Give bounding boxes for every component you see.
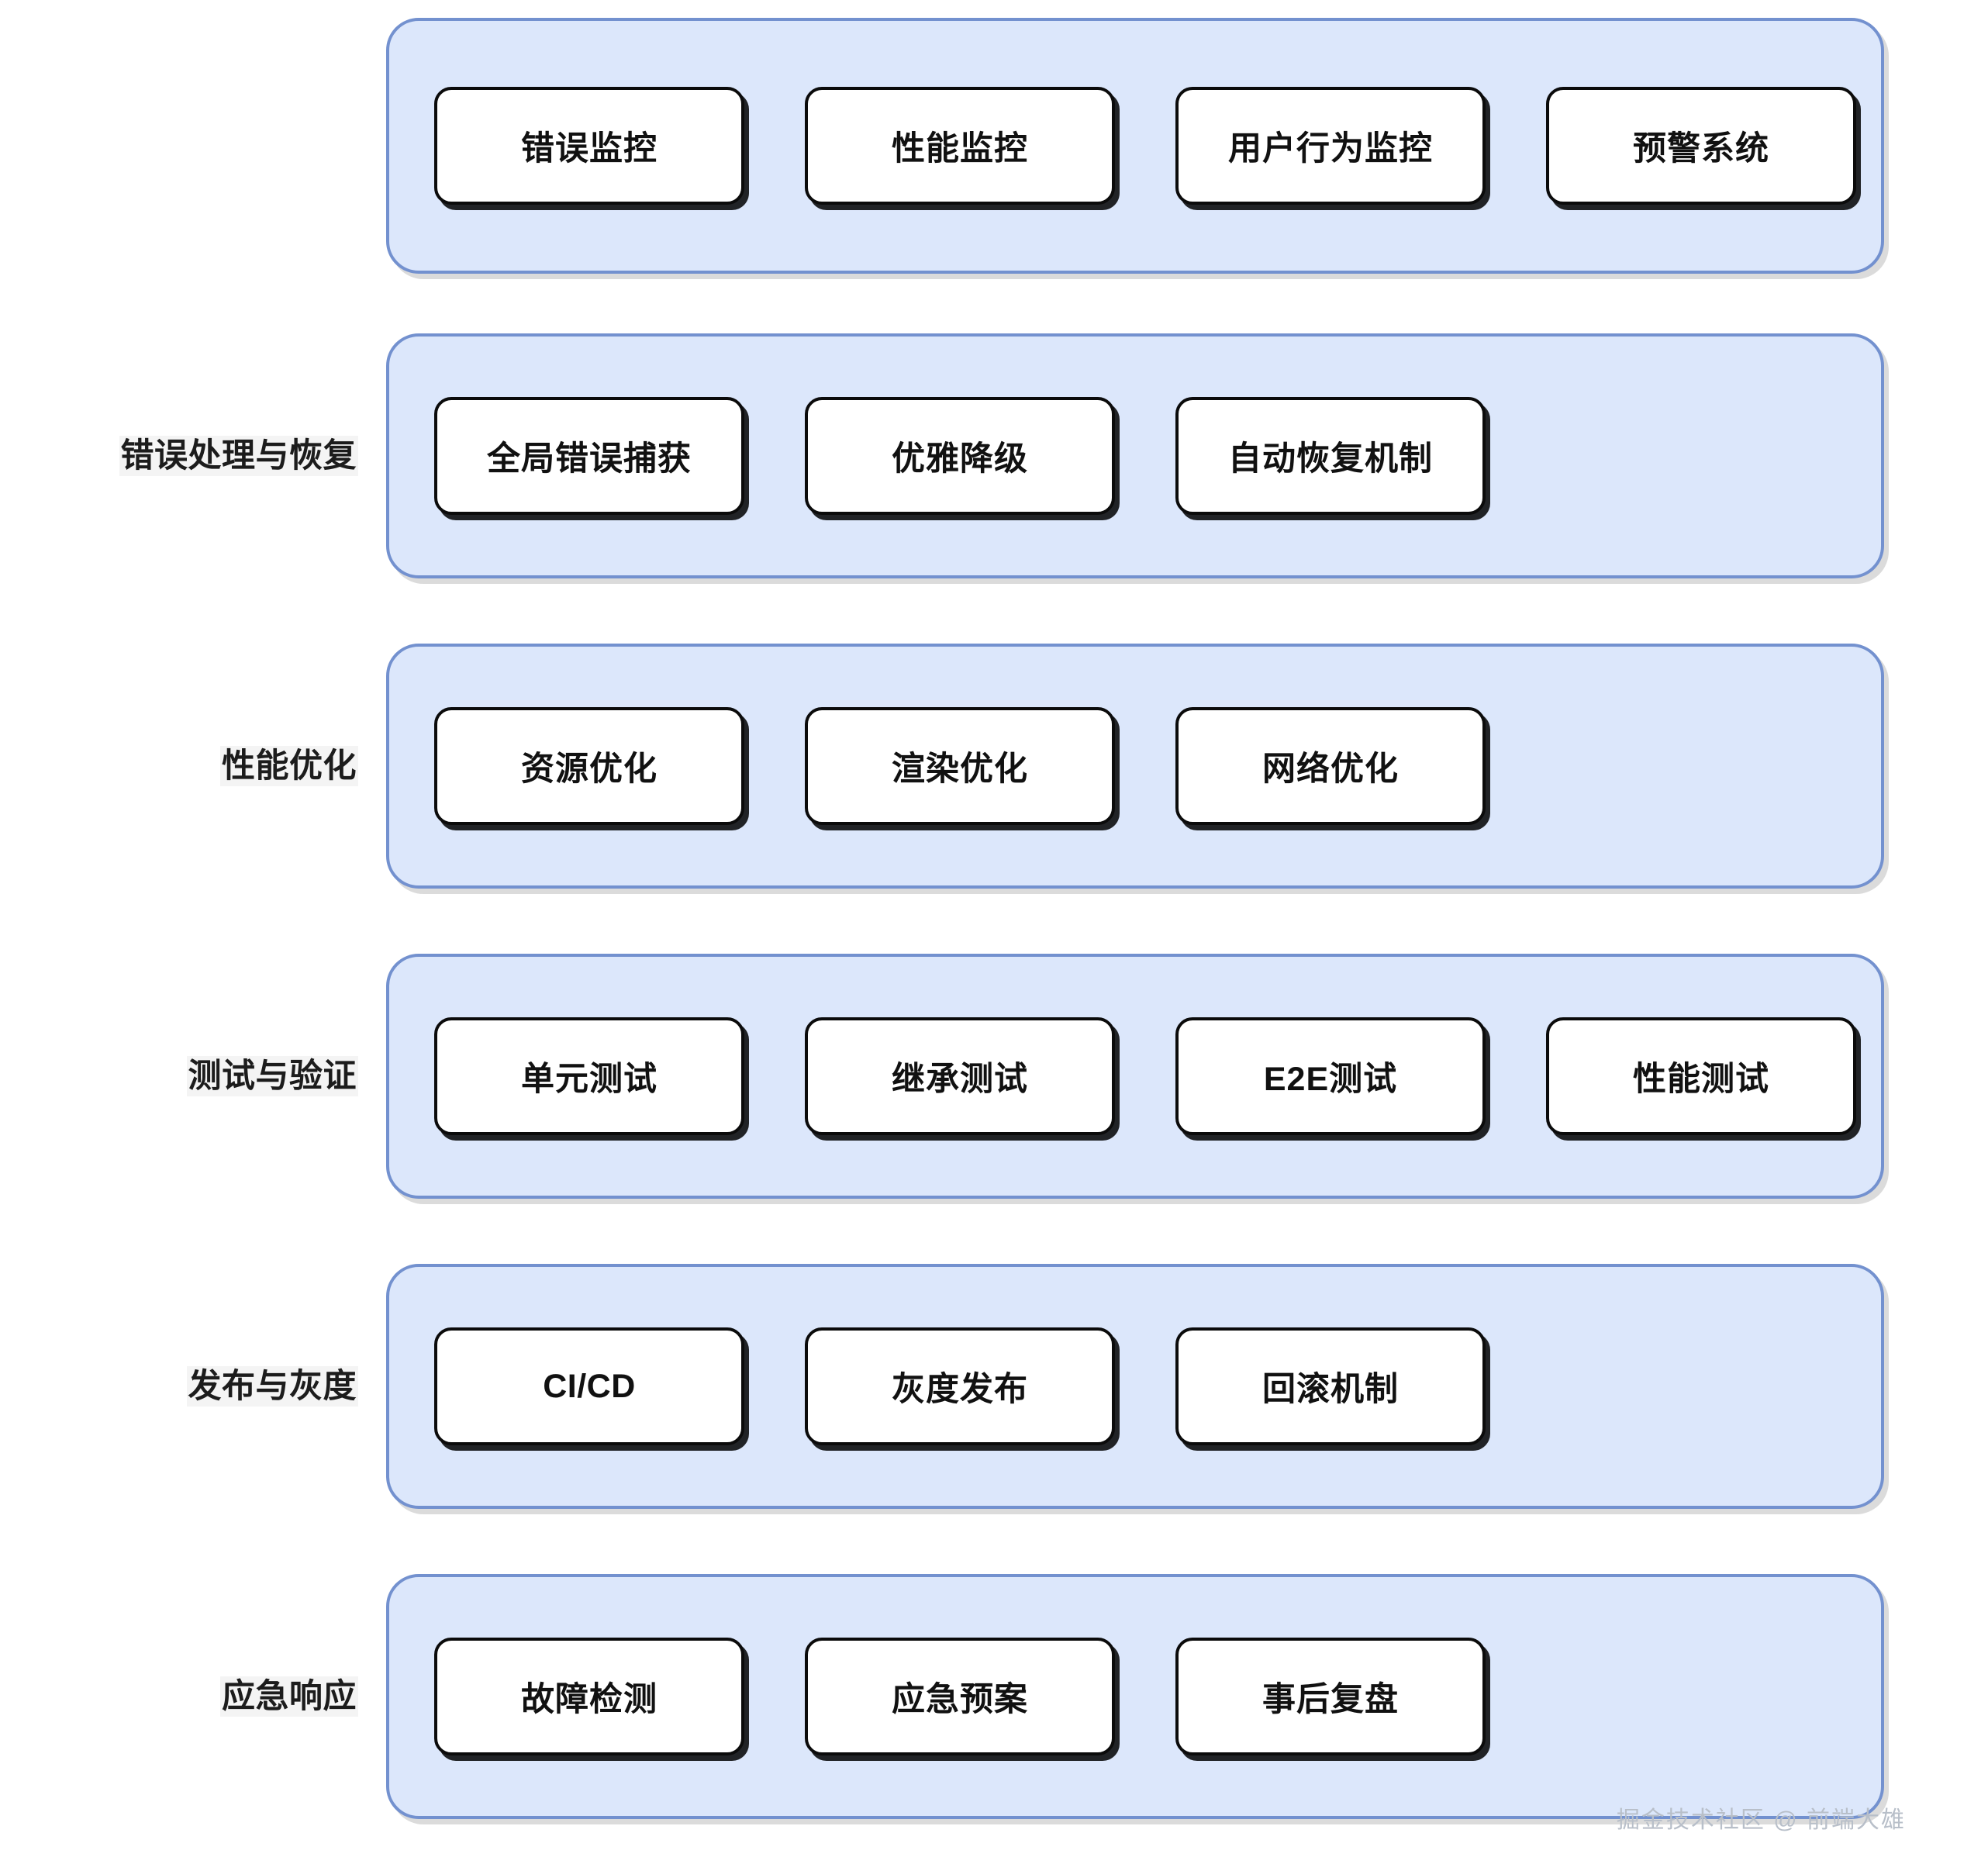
diagram-node[interactable]: 预警系统	[1546, 87, 1856, 205]
diagram-row: 性能优化 资源优化 渲染优化 网络优化	[0, 644, 1988, 889]
diagram-node-label: 用户行为监控	[1228, 130, 1433, 167]
diagram-node[interactable]: 自动恢复机制	[1175, 397, 1486, 515]
row-label: 测试与验证	[186, 1055, 358, 1097]
diagram-node-label: 继承测试	[892, 1061, 1028, 1098]
diagram-row: 应急响应 故障检测 应急预案 事后复盘	[0, 1574, 1988, 1819]
group-band: 全局错误捕获 优雅降级 自动恢复机制	[386, 333, 1884, 578]
diagram-node[interactable]: 错误监控	[434, 87, 744, 205]
diagram-row: 错误处理与恢复 全局错误捕获 优雅降级 自动恢复机制	[0, 333, 1988, 578]
diagram-node-label: 自动恢复机制	[1228, 440, 1433, 478]
group-band: CI/CD 灰度发布 回滚机制	[386, 1264, 1884, 1509]
diagram-node[interactable]: 性能监控	[805, 87, 1115, 205]
diagram-node[interactable]: 用户行为监控	[1175, 87, 1486, 205]
diagram-node-label: 错误监控	[521, 130, 657, 167]
diagram-node-label: 资源优化	[521, 751, 657, 788]
diagram-node[interactable]: 回滚机制	[1175, 1327, 1486, 1445]
diagram-node[interactable]: CI/CD	[434, 1327, 744, 1445]
diagram-node[interactable]: 灰度发布	[805, 1327, 1115, 1445]
diagram-node-label: 优雅降级	[892, 440, 1028, 478]
diagram-node[interactable]: 单元测试	[434, 1017, 744, 1135]
diagram-node[interactable]: 资源优化	[434, 707, 744, 825]
diagram-node[interactable]: E2E测试	[1175, 1017, 1486, 1135]
row-label: 性能优化	[220, 745, 358, 787]
diagram-node-label: E2E测试	[1263, 1061, 1398, 1098]
diagram-node[interactable]: 应急预案	[805, 1638, 1115, 1755]
row-label: 发布与灰度	[186, 1365, 358, 1407]
diagram-node[interactable]: 性能测试	[1546, 1017, 1856, 1135]
diagram-row: 错误监控 性能监控 用户行为监控 预警系统	[0, 18, 1988, 274]
diagram-node-label: 预警系统	[1633, 130, 1769, 167]
diagram-node[interactable]: 网络优化	[1175, 707, 1486, 825]
row-label-cell: 测试与验证	[0, 1055, 386, 1097]
diagram-node[interactable]: 优雅降级	[805, 397, 1115, 515]
diagram-node-label: 灰度发布	[892, 1371, 1028, 1408]
diagram-node-label: 性能测试	[1633, 1061, 1769, 1098]
diagram-node[interactable]: 渲染优化	[805, 707, 1115, 825]
row-label-cell: 应急响应	[0, 1676, 386, 1717]
diagram-node-label: 性能监控	[892, 130, 1028, 167]
group-band: 资源优化 渲染优化 网络优化	[386, 644, 1884, 889]
diagram-node[interactable]: 继承测试	[805, 1017, 1115, 1135]
row-label-cell: 性能优化	[0, 745, 386, 787]
group-band: 错误监控 性能监控 用户行为监控 预警系统	[386, 18, 1884, 274]
row-label-cell: 发布与灰度	[0, 1365, 386, 1407]
diagram-node[interactable]: 故障检测	[434, 1638, 744, 1755]
diagram-node-label: 全局错误捕获	[487, 440, 692, 478]
diagram-node[interactable]: 事后复盘	[1175, 1638, 1486, 1755]
diagram-node-label: CI/CD	[543, 1367, 636, 1405]
diagram-row: 测试与验证 单元测试 继承测试 E2E测试 性能测试	[0, 954, 1988, 1199]
row-label: 应急响应	[220, 1676, 358, 1717]
diagram-node-label: 渲染优化	[892, 751, 1028, 788]
diagram-node-label: 事后复盘	[1262, 1681, 1399, 1718]
diagram-node-label: 应急预案	[892, 1681, 1028, 1718]
diagram-node[interactable]: 全局错误捕获	[434, 397, 744, 515]
row-label-cell: 错误处理与恢复	[0, 435, 386, 477]
group-band: 单元测试 继承测试 E2E测试 性能测试	[386, 954, 1884, 1199]
group-band: 故障检测 应急预案 事后复盘	[386, 1574, 1884, 1819]
diagram-node-label: 单元测试	[521, 1061, 657, 1098]
diagram-node-label: 网络优化	[1262, 751, 1399, 788]
diagram-row: 发布与灰度 CI/CD 灰度发布 回滚机制	[0, 1264, 1988, 1509]
diagram-node-label: 回滚机制	[1262, 1371, 1399, 1408]
diagram-node-label: 故障检测	[521, 1681, 657, 1718]
row-label: 错误处理与恢复	[119, 435, 358, 477]
